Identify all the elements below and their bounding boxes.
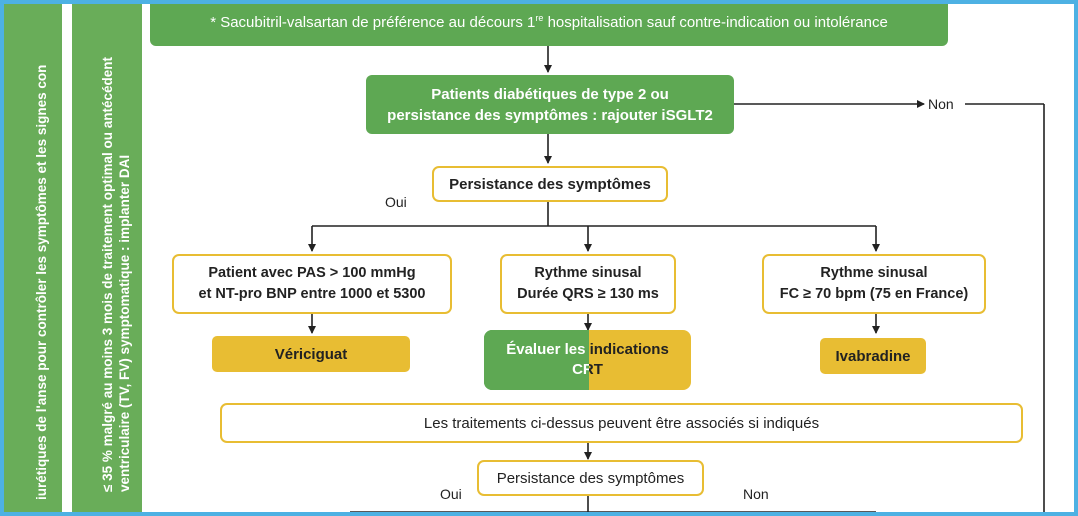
branch-left-box: Patient avec PAS > 100 mmHg et NT-pro BN… <box>172 254 452 314</box>
crt-line-1: Évaluer les indications <box>506 341 669 358</box>
branch-right-line-2: FC ≥ 70 bpm (75 en France) <box>779 286 969 302</box>
crt-line-2: CRT <box>572 361 603 378</box>
label-oui-2: Oui <box>440 486 462 502</box>
combined-treatments-box: Les traitements ci-dessus peuvent être a… <box>220 403 1023 443</box>
branch-left-line-1: Patient avec PAS > 100 mmHg <box>208 265 416 281</box>
sidebar-column-2 <box>72 0 142 516</box>
diabetes-line-2: persistance des symptômes : rajouter iSG… <box>387 106 713 124</box>
diabetes-isglt2-box: Patients diabétiques de type 2 ou persis… <box>366 75 734 134</box>
label-non-1: Non <box>928 96 954 112</box>
vericiguat-box: Vériciguat <box>212 336 410 372</box>
sacubitril-note-box: * Sacubitril-valsartan de préférence au … <box>150 0 948 46</box>
branch-left-line-2: et NT-pro BNP entre 1000 et 5300 <box>198 286 426 302</box>
persistance-box-1: Persistance des symptômes <box>432 166 668 202</box>
ivabradine-box: Ivabradine <box>820 338 926 374</box>
label-oui-1: Oui <box>385 194 407 210</box>
branch-mid-line-2: Durée QRS ≥ 130 ms <box>517 286 659 302</box>
branch-right-box: Rythme sinusal FC ≥ 70 bpm (75 en France… <box>762 254 986 314</box>
sacubitril-note: * Sacubitril-valsartan de préférence au … <box>210 13 888 31</box>
label-non-2: Non <box>743 486 769 502</box>
branch-mid-box: Rythme sinusal Durée QRS ≥ 130 ms <box>500 254 676 314</box>
branch-mid-line-1: Rythme sinusal <box>534 265 642 281</box>
diabetes-line-1: Patients diabétiques de type 2 ou <box>431 85 669 103</box>
branch-right-line-1: Rythme sinusal <box>820 265 928 281</box>
sidebar-column-1 <box>0 0 62 516</box>
persistance-box-2: Persistance des symptômes <box>477 460 704 496</box>
crt-box: Évaluer les indications CRT <box>484 330 691 390</box>
